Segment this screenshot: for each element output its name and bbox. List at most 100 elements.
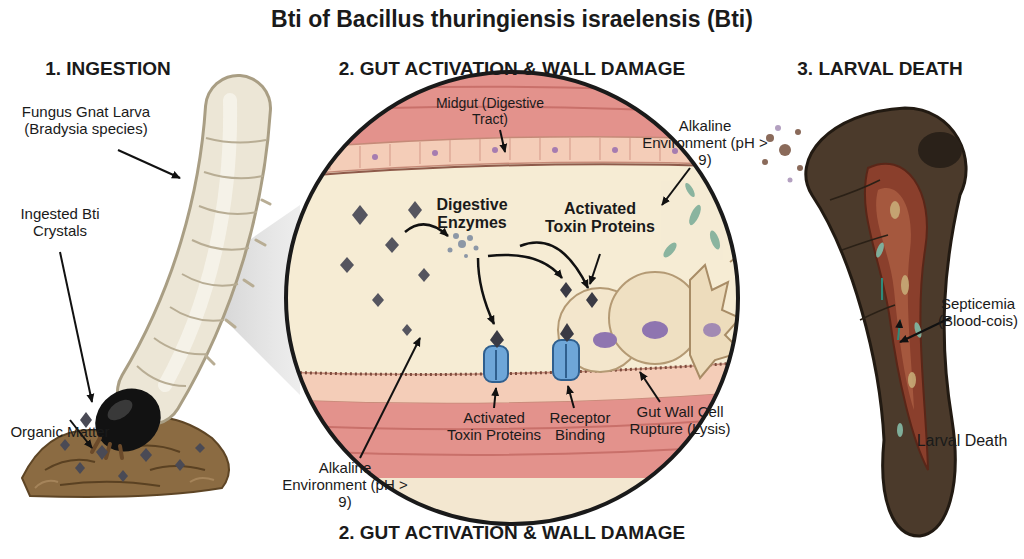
- illustration-shape: [918, 132, 962, 168]
- part-label: Midgut (Digestive Tract): [434, 96, 546, 127]
- illustration-shape: [206, 200, 270, 364]
- illustration-shape: [874, 241, 923, 437]
- illustration-shape: [553, 340, 579, 380]
- leader-lines: [60, 130, 950, 458]
- step-heading: 1. INGESTION: [8, 58, 208, 79]
- illustration-shape: [402, 324, 412, 336]
- illustration-shape: [280, 362, 750, 374]
- illustration-shape: [488, 255, 562, 278]
- illustration-shape: [560, 323, 574, 342]
- illustration-shape: [775, 125, 781, 131]
- illustration-shape: [500, 130, 505, 152]
- illustration-shape: [609, 272, 701, 364]
- illustration-shape: [478, 258, 494, 324]
- illustration-shape: [788, 178, 793, 183]
- illustration-shape: [448, 233, 479, 258]
- illustration-shape: [418, 268, 430, 282]
- illustration-shape: [92, 438, 122, 458]
- illustration-shape: [552, 147, 558, 153]
- illustration-shape: [453, 233, 459, 239]
- illustration-shape: [360, 338, 420, 458]
- part-label: Gut Wall Cell Rupture (Lysis): [625, 404, 735, 438]
- illustration-shape: [775, 125, 793, 183]
- illustration-shape: [640, 372, 660, 402]
- illustration-shape: [340, 201, 430, 336]
- part-label: Fungus Gnat Larva (Bradysia species): [11, 104, 161, 138]
- illustration-shape: [118, 470, 128, 482]
- illustration-shape: [590, 254, 600, 284]
- part-label: Organic Matter: [0, 424, 120, 441]
- illustration-shape: [372, 293, 384, 307]
- part-label: Activated Toxin Proteins: [444, 410, 544, 444]
- illustration-shape: [762, 129, 803, 171]
- illustration-shape: [690, 265, 742, 378]
- illustration-shape: [865, 164, 928, 470]
- illustration-shape: [432, 150, 438, 156]
- illustration-shape: [662, 168, 690, 205]
- illustration-shape: [901, 275, 909, 295]
- illustration-shape: [60, 252, 92, 402]
- illustration-shape: [797, 165, 803, 171]
- receptors: [484, 282, 598, 382]
- part-label: Alkaline Environment (pH > 9): [640, 118, 770, 168]
- illustration-shape: [612, 147, 618, 153]
- illustration-shape: [565, 344, 567, 378]
- illustration-shape: [495, 350, 497, 380]
- part-label: Receptor Binding: [538, 410, 622, 444]
- part-label: Digestive Enzymes: [422, 196, 522, 232]
- illustration-shape: [140, 448, 152, 462]
- fungus-gnat-larva: [83, 100, 270, 464]
- step-heading: 2. GUT ACTIVATION & WALL DAMAGE: [302, 522, 722, 543]
- illustration-shape: [492, 147, 498, 153]
- step-heading: 2. GUT ACTIVATION & WALL DAMAGE: [302, 58, 722, 79]
- illustration-shape: [661, 241, 679, 260]
- bti-crystals: [60, 412, 205, 482]
- illustration-shape: [118, 150, 180, 178]
- illustration-shape: [45, 445, 205, 486]
- illustration-shape: [484, 346, 508, 382]
- illustration-shape: [467, 235, 473, 241]
- illustration-shape: [890, 201, 900, 219]
- illustration-shape: [683, 182, 696, 199]
- illustration-shape: [408, 201, 422, 219]
- illustration-shape: [520, 243, 588, 288]
- illustration-shape: [280, 164, 750, 178]
- illustration-shape: [830, 180, 895, 320]
- illustration-shape: [586, 292, 598, 308]
- illustration-shape: [779, 144, 791, 156]
- illustration-shape: [687, 203, 704, 226]
- illustration-shape: [340, 257, 354, 273]
- illustration-shape: [448, 248, 453, 253]
- illustration-shape: [175, 459, 185, 471]
- illustration-shape: [762, 159, 768, 165]
- illustration-shape: [890, 201, 916, 388]
- illustration-shape: [458, 240, 466, 248]
- part-label: Larval Death: [902, 432, 1022, 450]
- illustration-shape: [372, 154, 378, 160]
- illustration-shape: [560, 282, 572, 298]
- illustration-shape: [75, 462, 85, 474]
- illustration-shape: [312, 158, 318, 164]
- process-arrows: [405, 224, 588, 324]
- part-label: Activated Toxin Proteins: [545, 200, 655, 236]
- step-heading: 3. LARVAL DEATH: [770, 58, 990, 79]
- illustration-shape: [474, 246, 479, 251]
- gut-cells: [558, 256, 753, 378]
- illustration-shape: [874, 241, 885, 258]
- diagram-title: Bti of Bacillus thuringiensis israelensi…: [0, 6, 1024, 33]
- illustration-shape: [104, 395, 136, 424]
- illustration-shape: [593, 332, 617, 348]
- illustration-shape: [60, 439, 70, 451]
- dead-larva: [762, 108, 966, 536]
- illustration-shape: [494, 388, 496, 408]
- part-label: Septicemia (Blood-cois): [933, 296, 1023, 330]
- illustration-shape: [352, 205, 368, 225]
- illustration-shape: [195, 443, 205, 453]
- illustration-shape: [96, 445, 108, 460]
- illustration-shape: [795, 129, 801, 135]
- illustration-shape: [385, 237, 399, 253]
- illustration-shape: [464, 254, 468, 258]
